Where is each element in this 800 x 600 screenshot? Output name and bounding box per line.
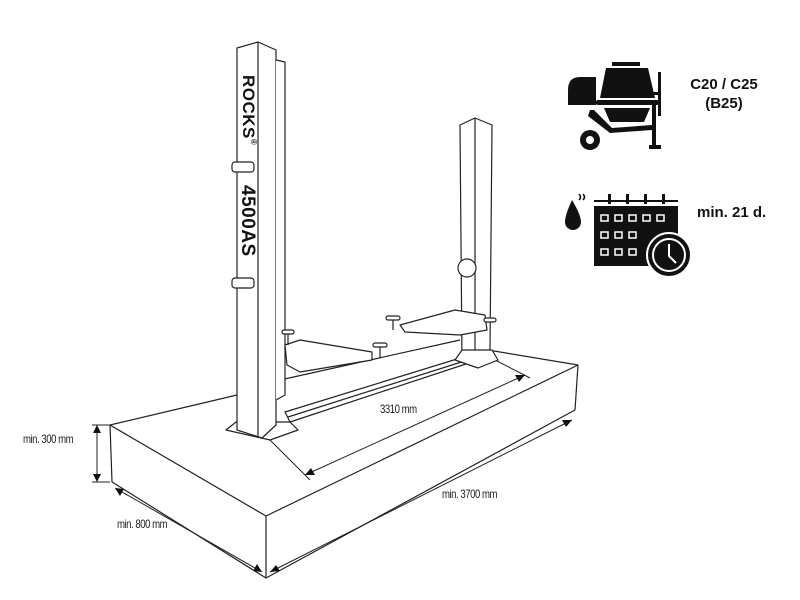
foundation-block — [109, 339, 579, 579]
right-arms — [385, 309, 497, 336]
brand-name: ROCKS — [239, 75, 258, 139]
left-column — [225, 41, 299, 441]
brand-label: ROCKS® — [238, 75, 258, 145]
width-label: min. 800 mm — [117, 517, 168, 531]
dimension-lines — [92, 359, 573, 573]
concrete-class-alt: (B25) — [705, 95, 743, 112]
length-label: min. 3700 mm — [442, 487, 498, 501]
concrete-class: C20 / C25 — [690, 76, 758, 93]
concrete-mixer-icon — [568, 62, 661, 150]
dimension-arrows — [93, 375, 572, 572]
curing-time-spec: min. 21 d. — [697, 204, 767, 221]
right-column — [454, 117, 499, 369]
water-drop-icon — [565, 193, 586, 230]
concrete-class-spec: C20 / C25 (B25) — [683, 75, 765, 113]
height-label: min. 300 mm — [23, 432, 74, 446]
model-label: 4500AS — [237, 185, 258, 257]
left-arms — [281, 329, 388, 373]
column-distance-label: 3310 mm — [380, 402, 417, 416]
registered-mark: ® — [249, 138, 258, 146]
calendar-clock-icon — [594, 194, 692, 278]
